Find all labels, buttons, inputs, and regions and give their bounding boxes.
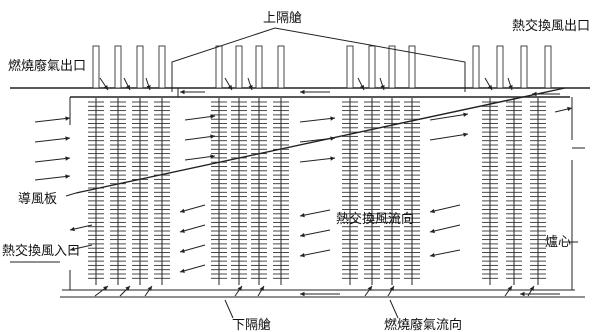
exhaust-stack [235, 45, 243, 89]
exhaust-stack [496, 45, 504, 89]
flow-arrow [299, 229, 331, 238]
exhaust-stacks [92, 45, 552, 89]
tube-bundles [88, 98, 546, 285]
exhaust-stack [136, 45, 144, 89]
hot-air-inlet-label: 熱交換風入口 [2, 243, 80, 259]
tube-column [364, 98, 380, 285]
flow-arrow [257, 285, 265, 297]
flow-arrow [299, 116, 336, 123]
tube-column [154, 98, 170, 285]
hot-air-outlet-label: 熱交換風出口 [512, 18, 590, 34]
leader-lines [65, 192, 578, 319]
exhaust-stack [472, 45, 480, 89]
flow-arrow [234, 285, 243, 297]
flow-arrow [144, 285, 153, 297]
flow-arrow [554, 106, 573, 113]
flow-arrow [429, 204, 461, 214]
flow-arrow [504, 285, 513, 297]
flow-arrow [299, 136, 336, 143]
flow-arrow [99, 77, 109, 91]
tube-column [404, 98, 420, 285]
tube-column [342, 98, 358, 285]
hot-air-flow-label: 熱交換風流向 [336, 211, 414, 227]
flow-arrow [429, 249, 461, 258]
exhaust-stack [388, 45, 396, 89]
baffle-label: 導風板 [18, 192, 57, 207]
exhaust-stack [544, 45, 552, 89]
flow-arrow [532, 91, 560, 97]
exhaust-stack [408, 45, 416, 89]
tube-column [231, 98, 247, 285]
tube-column [530, 98, 546, 285]
exhaust-stack [368, 45, 376, 89]
flow-arrow [119, 285, 131, 297]
tube-column [132, 98, 148, 285]
flow-arrow [34, 116, 71, 123]
tube-column [384, 98, 400, 285]
flow-arrow [180, 89, 205, 95]
flow-arrow [69, 224, 93, 232]
tube-column [251, 98, 267, 285]
upper-plenum-roof [171, 27, 466, 97]
flow-arrows [34, 77, 573, 297]
flow-arrow [184, 134, 216, 141]
flow-arrow [179, 264, 206, 273]
flow-arrow [94, 285, 109, 297]
upper-plenum-label: 上隔艙 [263, 11, 302, 26]
flow-arrow [379, 77, 385, 91]
baffle-plate [75, 87, 566, 194]
flow-arrow [484, 77, 493, 91]
flow-arrow [507, 77, 513, 91]
tube-column [211, 98, 227, 285]
furnace-core-label: 爐心 [545, 235, 571, 250]
lower-plenum-label: 下隔艙 [232, 318, 271, 332]
flue-gas-outlet-label: 燃燒廢氣出口 [8, 58, 86, 74]
flow-arrow [387, 285, 395, 297]
exhaust-stack [158, 45, 166, 89]
flow-arrow [145, 77, 151, 91]
flow-arrow [300, 89, 330, 95]
flow-arrow [34, 174, 71, 181]
flow-arrow [429, 224, 461, 234]
flow-arrow [299, 156, 336, 163]
flow-arrow [520, 291, 560, 297]
flow-arrow [184, 114, 216, 121]
tube-column [110, 98, 126, 285]
tube-column [273, 98, 289, 285]
flow-arrow [300, 291, 340, 297]
flow-arrow [364, 285, 373, 297]
tube-column [482, 98, 498, 285]
flow-arrow [184, 154, 216, 161]
flow-arrow [429, 112, 469, 121]
flow-arrow [299, 209, 331, 218]
flow-arrow [34, 156, 71, 163]
flow-arrow [179, 224, 206, 233]
exhaust-stack [346, 45, 354, 89]
flow-arrow [357, 77, 365, 91]
flow-arrow [247, 77, 253, 91]
exhaust-stack [92, 45, 100, 89]
flow-arrow [179, 244, 206, 253]
flue-gas-flow-label: 燃燒廢氣流向 [384, 317, 462, 332]
exhaust-stack [520, 45, 528, 89]
flow-arrow [69, 244, 93, 252]
tube-column [506, 98, 522, 285]
flow-arrow [34, 136, 71, 143]
flow-arrow [299, 249, 331, 258]
exhaust-stack [114, 45, 122, 89]
tube-column [88, 98, 104, 285]
flow-arrow [179, 204, 206, 213]
flow-arrow [224, 77, 233, 91]
exhaust-stack [215, 45, 223, 89]
exhaust-stack [277, 45, 285, 89]
flow-arrow [123, 77, 131, 91]
exhaust-stack [255, 45, 263, 89]
flow-arrow [429, 132, 469, 141]
